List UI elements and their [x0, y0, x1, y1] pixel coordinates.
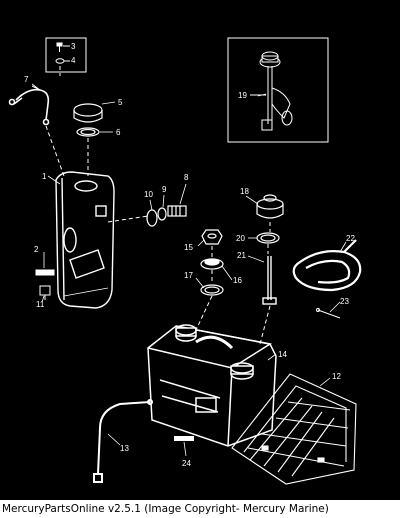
copyright-caption: MercuryPartsOnline v2.5.1 (Image Copyrig… [0, 500, 400, 518]
leader-lines [31, 83, 347, 457]
tank-cradle [231, 373, 357, 485]
assembly-lines [45, 66, 271, 345]
callout-9: 9 [162, 185, 167, 194]
callout-8: 8 [184, 173, 189, 182]
callout-18: 18 [240, 187, 249, 196]
caps-and-gaskets [200, 194, 284, 296]
callout-4: 4 [71, 56, 76, 65]
callout-1: 1 [42, 172, 47, 181]
callout-labels: 1 2 3 4 5 6 7 8 9 10 11 12 13 14 15 16 1… [24, 42, 355, 468]
tie-strap [316, 308, 341, 319]
callout-11: 11 [36, 300, 45, 309]
callout-16: 16 [233, 276, 242, 285]
callout-21: 21 [237, 251, 246, 260]
callout-7: 7 [24, 75, 29, 84]
callout-12: 12 [332, 372, 341, 381]
hold-down-strap [93, 399, 153, 483]
callout-17: 17 [184, 271, 193, 280]
pickup-tube [262, 256, 277, 305]
callout-5: 5 [118, 98, 123, 107]
fuel-cap-small [73, 101, 116, 137]
callout-13: 13 [120, 444, 129, 453]
decal [174, 436, 194, 441]
inset-box-sender [227, 37, 329, 143]
small-parts-left [35, 269, 55, 300]
callout-15: 15 [184, 243, 193, 252]
callout-24: 24 [182, 459, 191, 468]
wire-harness [8, 85, 50, 126]
callout-20: 20 [236, 234, 245, 243]
callout-3: 3 [71, 42, 76, 51]
callout-23: 23 [340, 297, 349, 306]
vertical-fuel-tank [55, 171, 115, 309]
callout-2: 2 [34, 245, 39, 254]
callout-10: 10 [144, 190, 153, 199]
inset-box-screw [45, 37, 87, 73]
callout-14: 14 [278, 350, 287, 359]
callout-19: 19 [238, 91, 247, 100]
callout-22: 22 [346, 234, 355, 243]
rectangular-fuel-tank [147, 324, 277, 447]
fuel-fitting [146, 205, 187, 227]
callout-6: 6 [116, 128, 121, 137]
